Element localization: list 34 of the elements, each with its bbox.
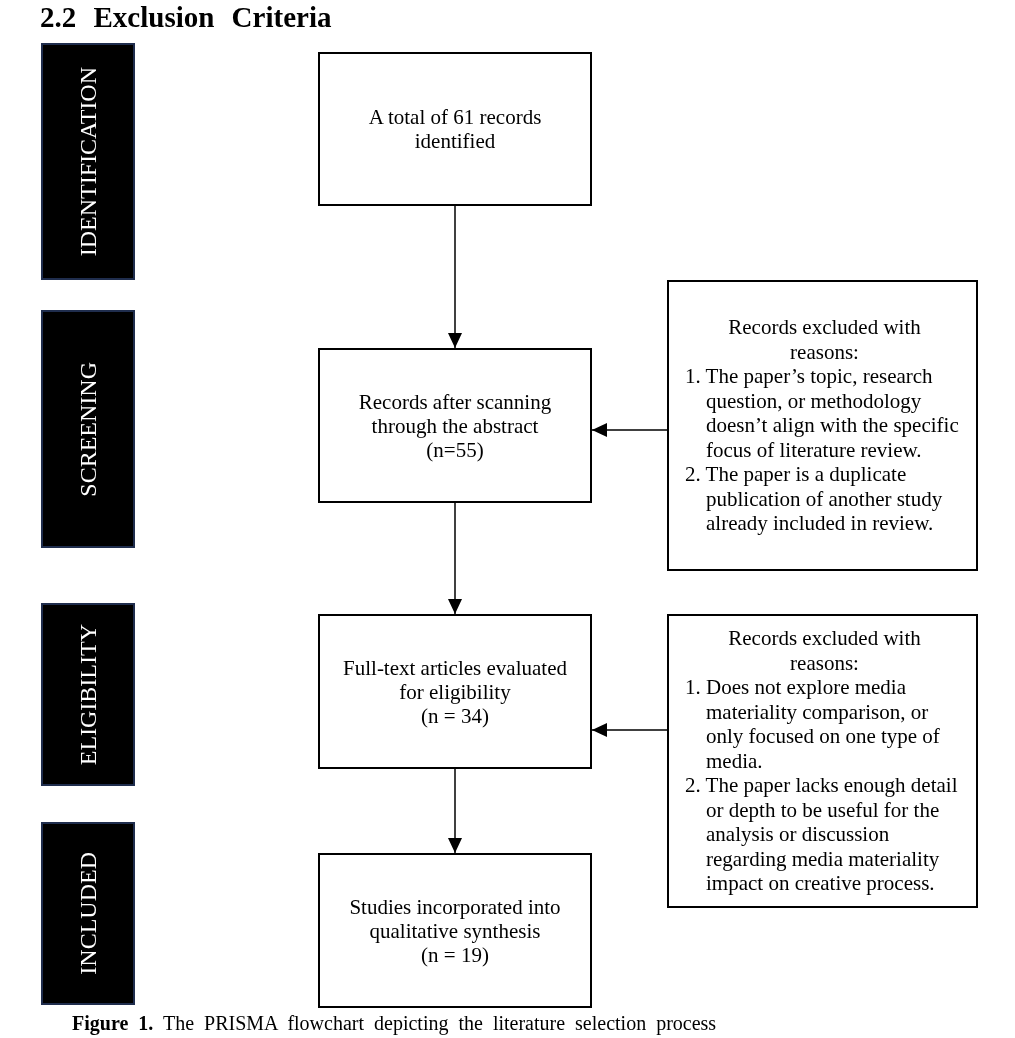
arrow [448,205,462,349]
box-text: Full-text articles evaluated for eligibility [342,655,568,704]
stage-label: INCLUDED [75,852,101,975]
box-text: Studies incorporated into qualitative synthesis [348,894,562,943]
stage-label: ELIGIBILITY [75,623,101,766]
exclusion-reason: 2. The paper is a duplicate publication of another study already included in review. [685,462,944,536]
process-box [318,52,592,206]
stage-band [41,43,135,280]
box-text: Records after scanning through the abstract [357,389,553,438]
stage-band [41,822,135,1005]
process-box [318,348,592,503]
box-text: A total of 61 records identified [367,105,543,153]
stage-band [41,603,135,786]
exclusion-heading: Records excluded with reasons: [727,315,922,365]
exclusion-box [667,614,978,908]
stage-label: IDENTIFICATION [75,66,101,257]
record-count: (n = 19) [421,942,489,967]
process-box [318,614,592,769]
exclusion-box [667,280,978,571]
exclusion-heading: Records excluded with reasons: [727,626,922,676]
stage-band [41,310,135,548]
record-count: (n=55) [426,437,484,462]
record-count: (n = 34) [421,703,489,728]
section-heading: 2.2 Exclusion Criteria [40,0,332,34]
exclusion-reason: 2. The paper lacks enough detail or depth to be useful for the analysis or discussion regarding media materiality impact on creative process. [685,773,959,896]
figure-caption: Figure 1. The PRISMA flowchart depicting the literature selection process [72,1011,717,1035]
arrow [591,723,668,737]
exclusion-reason: 1. Does not explore media materiality comparison, or only focused on one type of media. [685,675,941,774]
exclusion-reason: 1. The paper’s topic, research question, or methodology doesn’t align with the specific focus of literature review. [685,364,960,463]
process-box [318,853,592,1008]
arrow [448,502,462,615]
arrow [448,768,462,854]
arrow [591,423,668,437]
stage-label: SCREENING [75,361,101,497]
